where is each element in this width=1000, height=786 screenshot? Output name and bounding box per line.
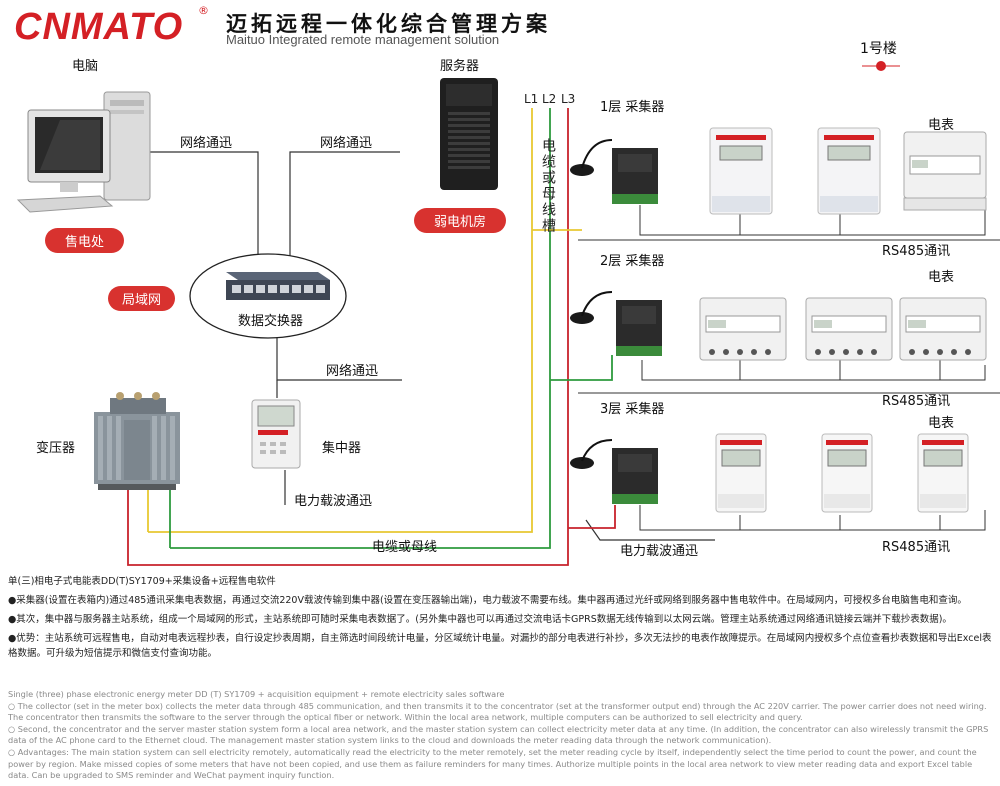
note-cn-1: 单(三)相电子式电能表DD(T)SY1709+采集设备+远程售电软件 [8, 576, 276, 587]
switch-label: 数据交换器 [238, 314, 304, 329]
server-label: 服务器 [440, 59, 480, 74]
note-cn-3: ●其次，集中器与服务器主站系统，组成一个局域网的形式，主站系统即可随时采集电表数… [8, 614, 952, 625]
weak-room-badge: 弱电机房 [414, 208, 507, 233]
link-label-plc-2: 电力载波通迅 [620, 544, 699, 559]
meter-2-2 [805, 297, 893, 361]
meter-1-3 [903, 131, 987, 211]
rs485-bus-3 [639, 505, 986, 531]
tap-floor2 [550, 355, 613, 381]
note-en-4: ○ Advantages: The main station system ca… [8, 746, 977, 781]
collector-icon-2 [570, 291, 662, 356]
floor-2-meter-label: 电表 [928, 270, 955, 285]
collector-icon-1 [570, 139, 658, 204]
phase-l3-line [127, 108, 569, 566]
registered-mark: ® [198, 4, 209, 17]
plc-pointer-line [585, 519, 715, 541]
link-label-plc-1: 电力载波通迅 [294, 494, 373, 509]
meter-1-1 [709, 127, 773, 215]
floor-2-bus-label: RS485通讯 [882, 394, 951, 409]
floor-1-meter-label: 电表 [928, 118, 955, 133]
rs485-bus-1 [639, 205, 986, 236]
phase-l3-label: L3 [561, 92, 576, 106]
switch-icon [226, 272, 330, 300]
note-en-2: ○ The collector (set in the meter box) c… [8, 700, 987, 723]
notes-english: Single (three) phase electronic energy m… [8, 689, 992, 782]
floor-2-label: 2层 采集器 [600, 254, 665, 269]
server-icon [440, 78, 498, 190]
rs485-bus-2 [641, 360, 986, 381]
meter-3-3 [917, 433, 969, 513]
meter-2-1 [699, 297, 787, 361]
concentrator-icon [251, 399, 301, 469]
collector-icon-3 [570, 439, 658, 504]
phase-l2-label: L2 [542, 92, 557, 106]
meter-3-1 [715, 433, 767, 513]
note-en-1: Single (three) phase electronic energy m… [8, 689, 505, 699]
computer-icon [16, 91, 151, 213]
transformer-icon [94, 392, 180, 490]
tap-floor3 [568, 505, 616, 529]
meter-1-2 [817, 127, 881, 215]
link-label-network-3: 网络通迅 [326, 364, 379, 379]
note-cn-2: ●采集器(设置在表箱内)通过485通讯采集电表数据，再通过交流220V载波传输到… [8, 595, 967, 606]
link-label-cable-bus: 电缆或母线 [372, 540, 438, 555]
link-server-switch [289, 151, 400, 258]
link-label-network-1: 网络通迅 [180, 136, 233, 151]
phase-l1-label: L1 [524, 92, 539, 106]
note-cn-4: ●优势：主站系统可远程售电，自动对电表远程抄表，自行设定抄表周期，自主筛选时间段… [8, 633, 992, 659]
link-computer-switch [150, 151, 259, 258]
floor-1-label: 1层 采集器 [600, 100, 665, 115]
concentrator-label: 集中器 [322, 441, 362, 456]
page-title: 迈拓远程一体化综合管理方案 [226, 11, 551, 36]
floor-3-bus-label: RS485通讯 [882, 540, 951, 555]
phase-l1-line [148, 108, 533, 533]
sales-office-badge: 售电处 [45, 228, 125, 253]
phase-l2-line [170, 108, 551, 549]
meter-3-2 [821, 433, 873, 513]
transformer-label: 变压器 [36, 441, 76, 456]
building-marker [862, 61, 900, 71]
floor-1-bus-label: RS485通讯 [882, 244, 951, 259]
vertical-cable-label: 电缆或母线槽 [540, 138, 556, 234]
note-en-3: ○ Second, the concentrator and the serve… [8, 723, 989, 746]
brand-logo: CNMATO [14, 6, 184, 48]
notes-chinese: 单(三)相电子式电能表DD(T)SY1709+采集设备+远程售电软件 ●采集器(… [8, 574, 992, 665]
floor-3-label: 3层 采集器 [600, 402, 665, 417]
floor-3-meter-label: 电表 [928, 416, 955, 431]
link-label-network-2: 网络通迅 [320, 136, 373, 151]
lan-badge: 局域网 [108, 286, 176, 311]
building-label: 1号楼 [860, 41, 897, 57]
page-subtitle: Maituo Integrated remote management solu… [226, 32, 500, 47]
computer-label: 电脑 [72, 59, 99, 74]
meter-2-3 [899, 297, 987, 361]
